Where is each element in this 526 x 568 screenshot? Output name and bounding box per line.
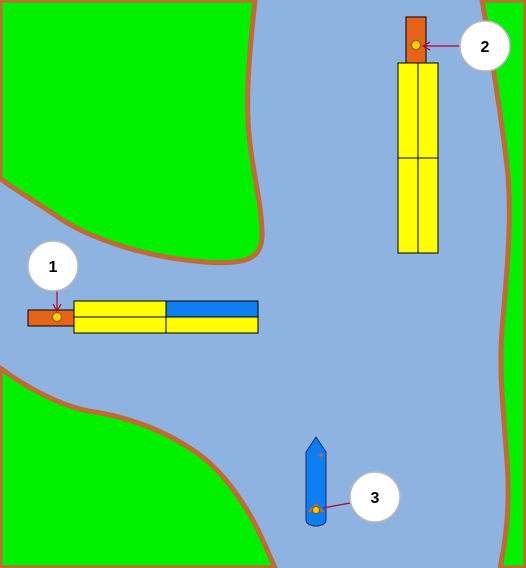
mast-light-2: [412, 41, 421, 50]
marker-3: 3: [350, 472, 400, 522]
marker-2-label: 2: [481, 39, 490, 56]
tug-1: [28, 310, 74, 326]
mast-light-3: [313, 507, 320, 514]
marker-2: 2: [460, 21, 510, 71]
marker-1-label: 1: [49, 259, 58, 276]
marker-3-label: 3: [371, 490, 380, 507]
mast-light-1: [53, 313, 62, 322]
marker-1: 1: [28, 241, 78, 291]
vessel-3: [306, 437, 326, 526]
barge-1b-top: [166, 301, 258, 317]
boat-3-bow-dot: [319, 453, 323, 457]
